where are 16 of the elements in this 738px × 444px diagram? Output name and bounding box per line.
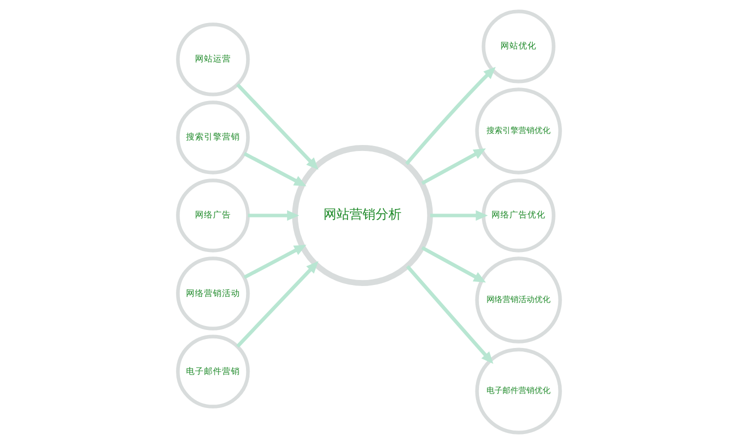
- node-circle: 网站运营: [176, 22, 250, 96]
- arrow: [244, 244, 306, 279]
- arrow: [421, 148, 486, 185]
- arrow: [248, 210, 300, 221]
- arrow: [405, 66, 496, 166]
- arrow: [421, 246, 486, 283]
- node-circle: 网络营销活动: [176, 256, 250, 330]
- node-circle: 电子邮件营销: [176, 334, 250, 408]
- arrow: [430, 210, 488, 221]
- arrow: [236, 261, 318, 348]
- node-circle: 网络广告: [176, 178, 250, 252]
- node-circle: 搜索引擎营销: [176, 100, 250, 174]
- arrow: [406, 265, 494, 364]
- node-circle: 网络广告优化: [482, 178, 556, 252]
- arrow: [236, 83, 318, 170]
- arrow: [244, 152, 306, 186]
